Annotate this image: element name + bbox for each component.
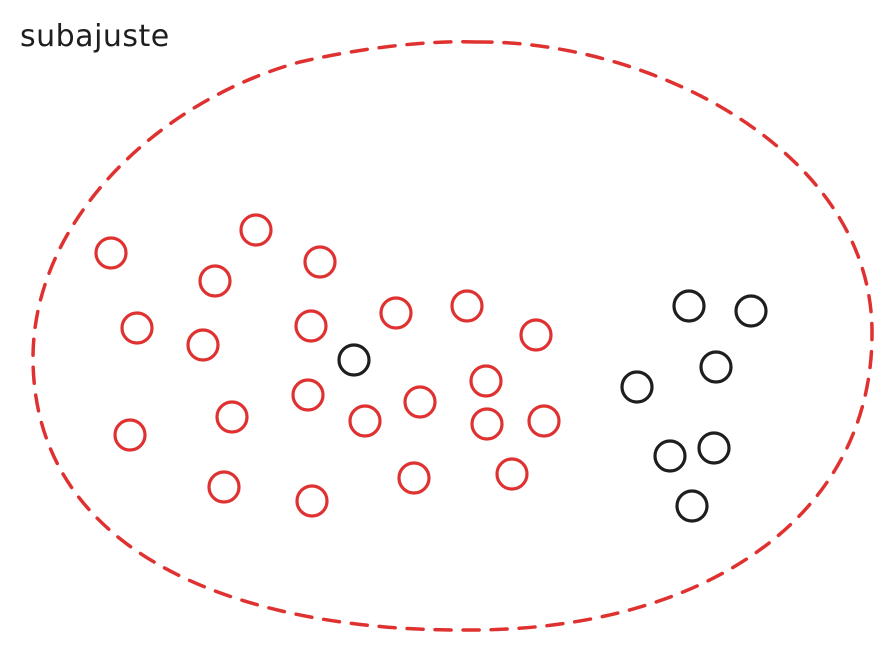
red-point [397, 461, 431, 495]
black-point [697, 431, 731, 465]
black-point [675, 489, 709, 523]
red-point [403, 385, 437, 419]
black-point [699, 350, 733, 384]
diagram-title: subajuste [20, 19, 170, 54]
dashed-boundary-ellipse [31, 39, 874, 632]
red-point [303, 245, 337, 279]
red-point [215, 400, 249, 434]
red-point [239, 213, 273, 247]
red-point [294, 309, 328, 343]
black-point [337, 343, 371, 377]
red-point [348, 404, 382, 438]
black-point [672, 289, 706, 323]
black-point [734, 294, 768, 328]
red-point [470, 407, 504, 441]
red-point [519, 318, 553, 352]
red-point [291, 378, 325, 412]
red-point [527, 404, 561, 438]
points-group [94, 213, 768, 523]
red-point [295, 484, 329, 518]
red-point [207, 470, 241, 504]
red-point [379, 296, 413, 330]
red-point [469, 364, 503, 398]
black-point [620, 370, 654, 404]
red-point [186, 328, 220, 362]
red-point [450, 289, 484, 323]
red-point [94, 236, 128, 270]
red-point [120, 311, 154, 345]
black-point [653, 439, 687, 473]
red-point [495, 457, 529, 491]
red-point [198, 264, 232, 298]
red-point [113, 418, 147, 452]
